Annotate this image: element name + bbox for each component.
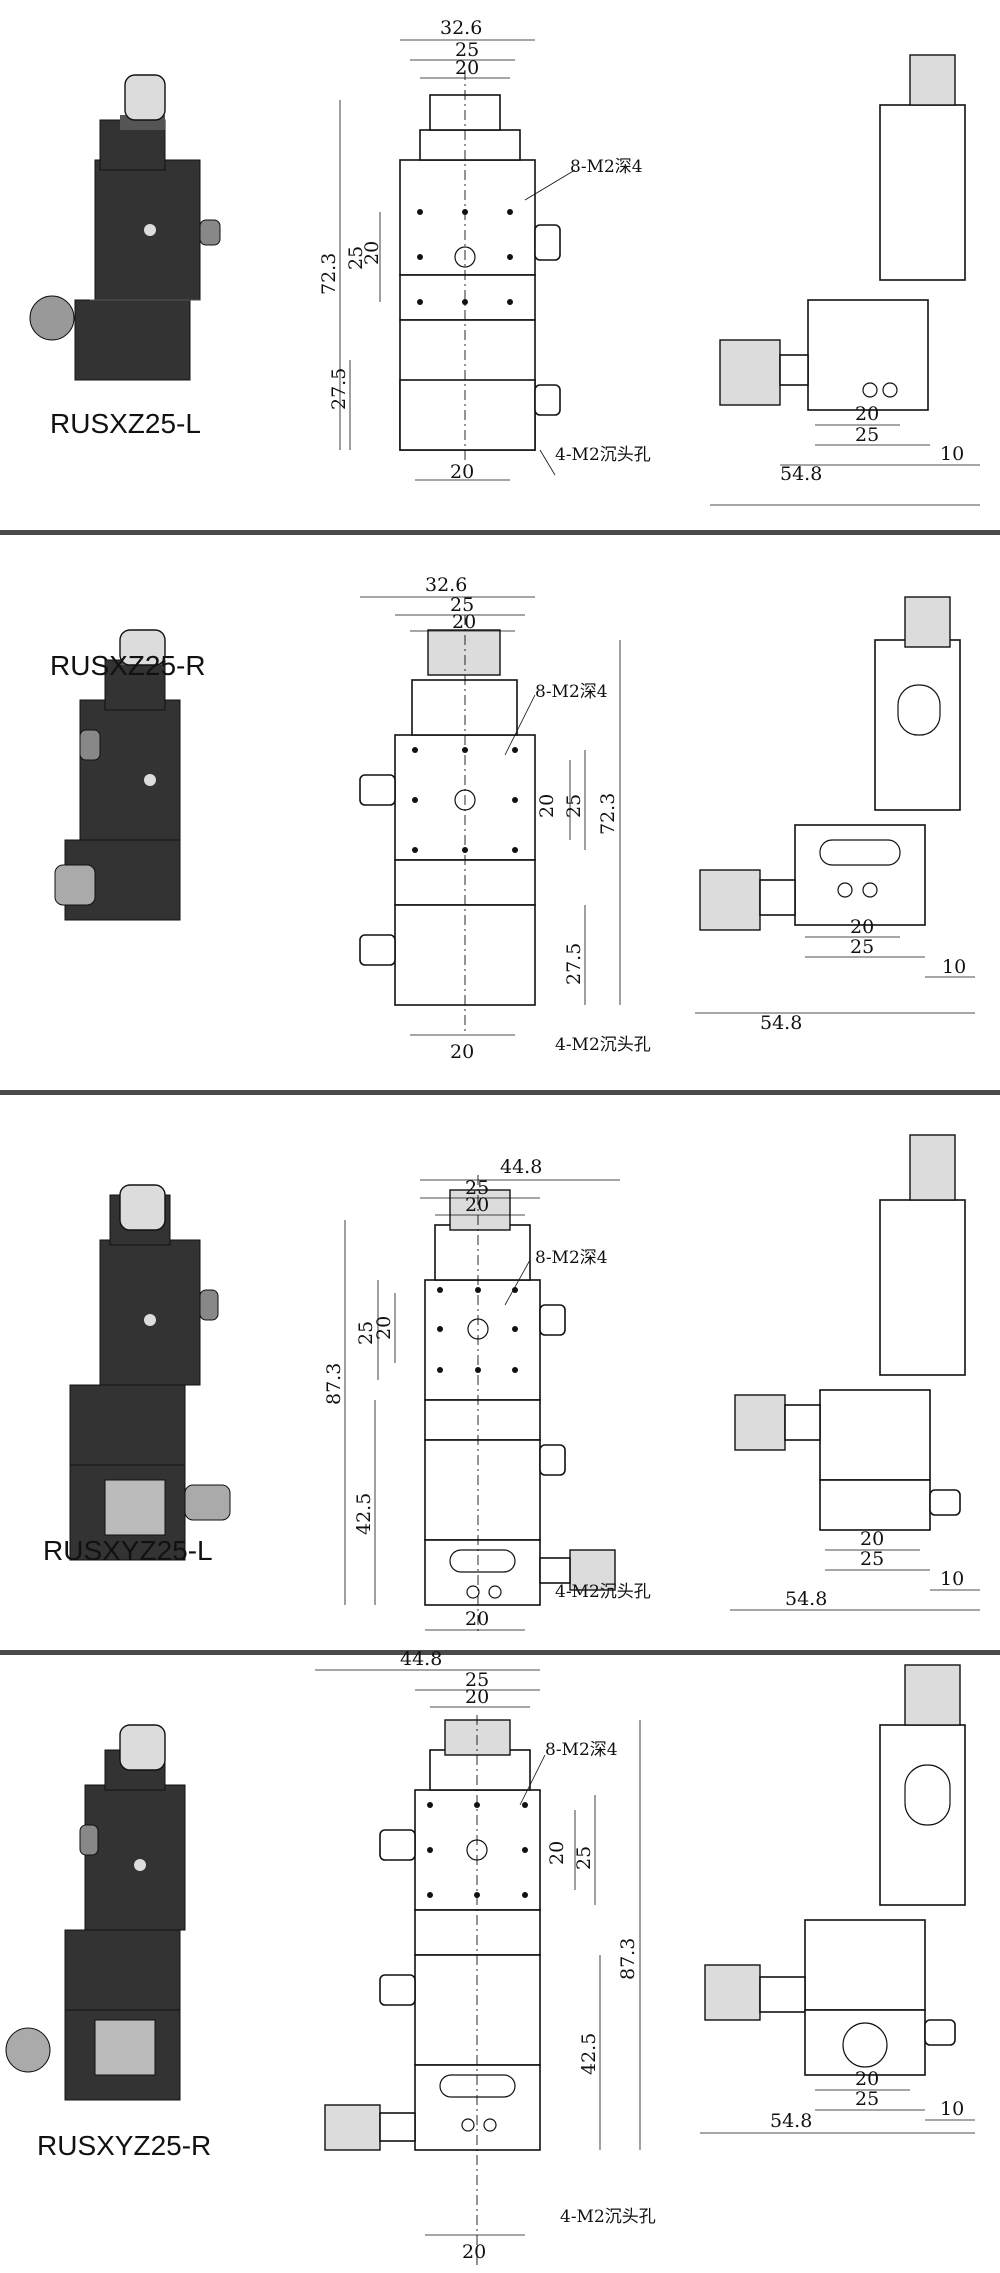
dimension-labels: 32.6 25 20 72.3 25 20 27.5 20 8-M2深4 4-M… — [425, 574, 966, 1063]
dim-h25: 25 — [345, 246, 367, 270]
dimension-labels: 44.8 25 20 87.3 25 20 42.5 20 8-M2深4 4-M… — [323, 1156, 964, 1630]
dim-w20-top: 20 — [465, 1194, 489, 1216]
side-view-drawing — [710, 54, 980, 506]
dim-side-25: 25 — [855, 424, 879, 446]
note-holes-top: 8-M2深4 — [545, 1740, 618, 1760]
panel-rusxz25-r: RUSXZ25-R — [0, 535, 1000, 1090]
dim-w20-top: 20 — [452, 611, 476, 633]
panel-rusxyz25-r: RUSXYZ25-R — [0, 1648, 1000, 2273]
dim-h20: 20 — [536, 794, 558, 818]
panel-rusxyz25-l: RUSXYZ25-L — [0, 1095, 1000, 1650]
note-holes-top: 8-M2深4 — [535, 1248, 608, 1268]
dim-side-20: 20 — [850, 916, 874, 938]
divider — [0, 1650, 1000, 1655]
dim-width-total: 44.8 — [400, 1648, 442, 1670]
dim-h20: 20 — [361, 241, 383, 265]
dim-side-10: 10 — [940, 2098, 964, 2120]
dim-h-lower: 42.5 — [353, 1493, 375, 1535]
model-label: RUSXZ25-L — [50, 408, 201, 439]
side-view-drawing — [695, 596, 975, 1014]
front-view-drawing — [344, 1175, 620, 1635]
dim-h25: 25 — [573, 1846, 595, 1870]
product-photo-rusxz25-l — [29, 74, 221, 381]
dim-w20-bottom: 20 — [450, 1041, 474, 1063]
model-label: RUSXZ25-R — [50, 650, 206, 681]
dim-h25: 25 — [563, 794, 585, 818]
dim-side-20: 20 — [860, 1528, 884, 1550]
product-photo-rusxyz25-l — [69, 1184, 231, 1561]
dim-side-total: 54.8 — [760, 1012, 802, 1034]
dim-h20: 20 — [373, 1316, 395, 1340]
divider — [0, 1090, 1000, 1095]
note-holes-top: 8-M2深4 — [570, 157, 643, 177]
dim-side-25: 25 — [855, 2088, 879, 2110]
dim-side-20: 20 — [855, 403, 879, 425]
dim-side-25: 25 — [850, 936, 874, 958]
dim-h-total: 87.3 — [617, 1938, 639, 1980]
note-holes-bottom: 4-M2沉头孔 — [555, 1582, 651, 1602]
dim-w25: 25 — [465, 1177, 489, 1199]
note-holes-bottom: 4-M2沉头孔 — [560, 2207, 656, 2227]
side-view-drawing — [700, 1664, 975, 2134]
dim-w25: 25 — [455, 39, 479, 61]
dim-side-10: 10 — [940, 1568, 964, 1590]
dim-side-total: 54.8 — [785, 1588, 827, 1610]
dimension-labels: 44.8 25 20 87.3 25 20 42.5 20 8-M2深4 4-M… — [400, 1648, 964, 2263]
dim-side-total: 54.8 — [780, 463, 822, 485]
panel-rusxz25-l: RUSXZ25-L — [0, 0, 1000, 530]
dim-side-10: 10 — [940, 443, 964, 465]
note-holes-bottom: 4-M2沉头孔 — [555, 445, 651, 465]
dim-h-total: 72.3 — [597, 793, 619, 835]
dim-w25: 25 — [450, 594, 474, 616]
dim-side-total: 54.8 — [770, 2110, 812, 2132]
dim-h-lower: 42.5 — [578, 2033, 600, 2075]
dim-side-10: 10 — [942, 956, 966, 978]
dim-h-total: 87.3 — [323, 1363, 345, 1405]
dim-width-total: 32.6 — [440, 17, 482, 39]
dim-side-25: 25 — [860, 1548, 884, 1570]
dimension-labels: 32.6 25 20 72.3 25 20 27.5 20 8-M2深4 4-M… — [318, 17, 964, 485]
dim-w20-top: 20 — [455, 57, 479, 79]
model-label: RUSXYZ25-L — [43, 1535, 213, 1566]
dim-width-total: 32.6 — [425, 574, 467, 596]
front-view-drawing — [315, 1669, 641, 2265]
dim-side-20: 20 — [855, 2068, 879, 2090]
note-holes-top: 8-M2深4 — [535, 682, 608, 702]
dim-h-lower: 27.5 — [563, 943, 585, 985]
dim-h25: 25 — [355, 1321, 377, 1345]
note-holes-bottom: 4-M2沉头孔 — [555, 1035, 651, 1055]
dim-h-lower: 27.5 — [328, 368, 350, 410]
dim-w20-bottom: 20 — [462, 2241, 486, 2263]
product-photo-rusxz25-r — [54, 629, 181, 921]
dim-w20-bottom: 20 — [450, 461, 474, 483]
dim-w25: 25 — [465, 1669, 489, 1691]
dim-width-total: 44.8 — [500, 1156, 542, 1178]
front-view-drawing — [339, 39, 576, 481]
divider — [0, 530, 1000, 535]
product-photo-rusxyz25-r — [5, 1724, 186, 2101]
dim-h-total: 72.3 — [318, 253, 340, 295]
side-view-drawing — [730, 1134, 980, 1611]
dim-w20-bottom: 20 — [465, 1608, 489, 1630]
dim-w20-top: 20 — [465, 1686, 489, 1708]
model-label: RUSXYZ25-R — [37, 2130, 212, 2161]
front-view-drawing — [359, 596, 621, 1036]
dim-h20: 20 — [546, 1841, 568, 1865]
